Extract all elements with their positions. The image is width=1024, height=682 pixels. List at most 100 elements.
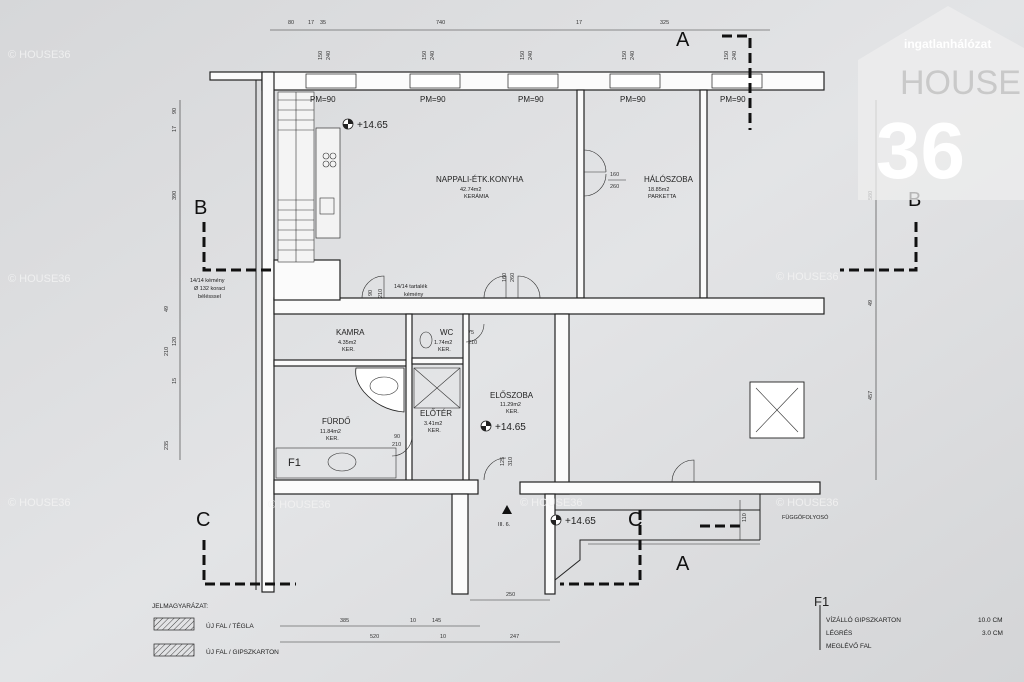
left-dim: 120 — [172, 337, 178, 346]
level-value: +14.65 — [357, 120, 388, 131]
chimney-note-line: Ø 132 koraci — [194, 286, 225, 292]
section-letter-b: B — [194, 197, 207, 219]
f1-legend: F1 VÍZÁLLÓ GIPSZKARTON 10.0 CM LÉGRÉS 3.… — [814, 594, 1003, 650]
win-dim-w: 150 — [318, 51, 324, 60]
legend-swatch-drywall — [153, 643, 195, 657]
section-letter-c: C — [628, 509, 642, 531]
window-label: PM=90 — [720, 95, 746, 104]
legend-dim: 247 — [510, 634, 519, 640]
watermark-text: © HOUSE36 — [8, 497, 71, 509]
f1-title: F1 — [814, 594, 829, 609]
watermark-text: © HOUSE36 — [776, 271, 839, 283]
watermarks: © HOUSE36 © HOUSE36 © HOUSE36 © HOUSE36 … — [8, 49, 839, 511]
room-name-eloter: ELŐTÉR — [420, 409, 452, 418]
legend-dim: 10 — [410, 618, 416, 624]
corridor-outline — [554, 494, 761, 581]
room-name-eloszoba: ELŐSZOBA — [490, 391, 534, 400]
window-label: PM=90 — [420, 95, 446, 104]
win-dim-h: 240 — [630, 51, 636, 60]
left-dim: 49 — [164, 306, 170, 312]
level-value: +14.65 — [565, 516, 596, 527]
win-dim-w: 150 — [422, 51, 428, 60]
room-floor-eloter: KER. — [428, 428, 441, 434]
room-area-eloter: 3.41m2 — [424, 421, 442, 427]
legend-dim: 385 — [340, 618, 349, 624]
legend-title: JELMAGYARÁZAT: — [152, 601, 208, 610]
room-name-fuggofolyoso: FÜGGŐFOLYOSÓ — [782, 514, 829, 521]
window-label: PM=90 — [620, 95, 646, 104]
door-dim: 125 — [500, 457, 506, 466]
room-name-haloszoba: HÁLÓSZOBA — [644, 175, 694, 184]
chimney-note2-line: 14/14 tartalék — [394, 284, 428, 290]
top-dim: 325 — [660, 20, 669, 26]
window-label: PM=90 — [310, 95, 336, 104]
legend-item: ÚJ FAL / TÉGLA — [206, 621, 254, 630]
logo-house-text: HOUSE — [900, 64, 1021, 102]
level-marker-nappali: +14.65 — [342, 118, 388, 131]
door-dim: 260 — [610, 184, 619, 190]
room-area-haloszoba: 18.85m2 — [648, 187, 669, 193]
corridor-dim: 110 — [742, 513, 748, 522]
door-dim: 160 — [610, 172, 619, 178]
window-label: PM=90 — [518, 95, 544, 104]
section-letter-c: C — [196, 509, 210, 531]
level-value: +14.65 — [495, 422, 526, 433]
legend-item: ÚJ FAL / GIPSZKARTON — [206, 647, 279, 656]
bottom-dim: 250 — [506, 592, 515, 598]
door-dim: 210 — [468, 340, 477, 346]
room-floor-eloszoba: KER. — [506, 409, 519, 415]
room-floor-furdo: KER. — [326, 436, 339, 442]
f1-row-value: 3.0 CM — [982, 630, 1003, 637]
top-dim: 17 — [576, 20, 582, 26]
door-dim: 90 — [368, 290, 374, 296]
kitchen-counter — [315, 127, 341, 239]
watermark-text: © HOUSE36 — [8, 49, 71, 61]
watermark-text: © HOUSE36 — [268, 499, 331, 511]
win-dim-w: 150 — [622, 51, 628, 60]
win-dim-w: 150 — [724, 51, 730, 60]
chimney-note2-line: kémény — [404, 292, 424, 298]
f1-row-label: MEGLÉVŐ FAL — [826, 641, 872, 650]
watermark-text: © HOUSE36 — [8, 273, 71, 285]
house36-logo: ingatlanhálózat HOUSE 36 — [858, 6, 1024, 200]
room-floor-wc: KER. — [438, 347, 451, 353]
f1-row-value: 10.0 CM — [978, 617, 1003, 624]
stair-label: III. 6. — [498, 522, 511, 528]
top-dim: 17 — [308, 20, 314, 26]
win-dim-h: 240 — [326, 51, 332, 60]
staircase — [277, 91, 315, 263]
room-area-kamra: 4.35m2 — [338, 340, 356, 346]
section-cuts — [202, 34, 918, 586]
room-floor-kamra: KER. — [342, 347, 355, 353]
legend: JELMAGYARÁZAT: ÚJ FAL / TÉGLA ÚJ FAL / G… — [152, 601, 519, 657]
left-dim: 17 — [172, 126, 178, 132]
room-area-nappali: 42.74m2 — [460, 187, 481, 193]
right-dim: 49 — [868, 300, 874, 306]
chimney-note-line: bélésssel — [198, 294, 221, 300]
dimension-lines — [179, 29, 877, 643]
win-dim-h: 240 — [528, 51, 534, 60]
bathroom-fixtures — [275, 331, 805, 479]
section-letter-a: A — [676, 29, 690, 51]
chimney-note-line: 14/14 kémény — [190, 278, 225, 284]
level-marker-eloszoba: +14.65 — [480, 420, 526, 433]
section-letter-a: A — [676, 553, 690, 575]
f1-row-label: VÍZÁLLÓ GIPSZKARTON — [826, 615, 901, 624]
left-dim: 90 — [172, 108, 178, 114]
legend-swatch-brick — [153, 617, 195, 631]
room-floor-haloszoba: PARKETTA — [648, 194, 677, 200]
doors — [361, 149, 695, 483]
door-dim: 160 — [502, 273, 508, 282]
legend-dim: 520 — [370, 634, 379, 640]
door-dim: 260 — [510, 273, 516, 282]
door-dim: 210 — [392, 442, 401, 448]
walls — [209, 71, 825, 595]
room-area-eloszoba: 11.29m2 — [500, 402, 521, 408]
door-dim: 310 — [508, 457, 514, 466]
f1-row-label: LÉGRÉS — [826, 628, 853, 637]
room-name-nappali: NAPPALI-ÉTK.KONYHA — [436, 175, 524, 184]
door-dim: 75 — [468, 330, 474, 336]
left-dim: 210 — [164, 347, 170, 356]
